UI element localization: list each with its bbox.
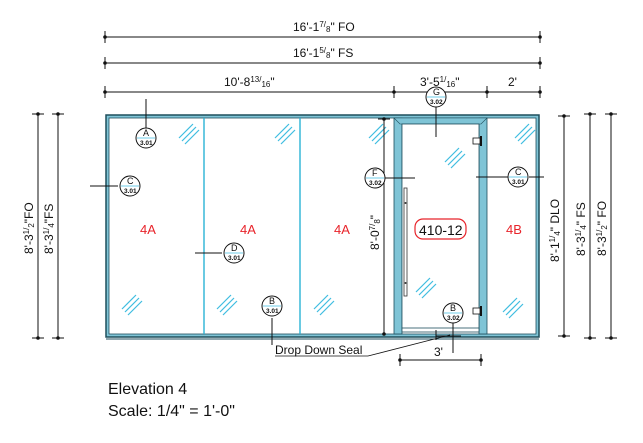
detail-bubble[interactable]: C 3.01 [119, 175, 141, 197]
dim-segment-sidelite-label: 2' [508, 75, 517, 89]
dim-right-fs-label: 8'-31/4" FS [574, 202, 588, 256]
door-tag-label: 410-12 [419, 222, 463, 238]
dim-segment-door-label: 3'-51/16" [420, 75, 460, 89]
door-tag: 410-12 [414, 218, 467, 240]
detail-bubble[interactable]: B 3.01 [261, 295, 283, 317]
door-jamb-right [478, 117, 488, 335]
svg-text:3.02: 3.02 [369, 180, 382, 187]
dim-right-dlo-label: 8'-11/4" DLO [548, 199, 562, 262]
glass-tag: 4B [506, 222, 522, 237]
glass-tag: 4A [240, 222, 256, 237]
dim-left-heights: 8'-31/2"FO 8'-31/4"FS [22, 112, 64, 340]
drop-down-seal-label: Drop Down Seal [275, 343, 362, 357]
detail-bubble[interactable]: A 3.01 [135, 127, 157, 149]
dim-door-width-label: 3' [434, 345, 443, 359]
dim-right-fo-label: 8'-31/2" FO [595, 201, 609, 256]
dim-left-fo-label: 8'-31/2"FO [22, 202, 36, 254]
detail-bubble[interactable]: C 3.01 [507, 166, 529, 188]
dim-overall-fo-label: 16'-17/8" FO [293, 20, 355, 34]
leaders [90, 99, 544, 353]
dim-overall-fs-label: 16'-15/8" FS [293, 46, 353, 60]
svg-text:3.01: 3.01 [266, 308, 279, 315]
drop-down-seal-note: Drop Down Seal [275, 334, 451, 357]
elevation-scale: Scale: 1/4" = 1'-0" [108, 403, 235, 420]
hinge-top-icon [472, 136, 482, 146]
dim-door-height-label: 8'-07/8" [368, 215, 382, 250]
storefront-frame [105, 114, 540, 340]
hinge-bottom-icon [472, 306, 482, 316]
glass-tag: 4A [334, 222, 350, 237]
svg-text:3.01: 3.01 [124, 188, 137, 195]
elevation-title: Elevation 4 [108, 381, 187, 398]
svg-text:D: D [231, 243, 238, 253]
detail-bubble[interactable]: D 3.01 [223, 242, 245, 264]
dim-door-width: 3' [398, 345, 483, 366]
svg-text:C: C [515, 167, 522, 177]
dim-right-heights: 8'-11/4" DLO 8'-31/4" FS 8'-31/2" FO [548, 112, 617, 340]
svg-text:3.02: 3.02 [430, 99, 443, 106]
svg-text:3.02: 3.02 [447, 315, 460, 322]
dim-segments: 10'-813/16" 3'-51/16" 2' [103, 75, 542, 98]
dim-left-fs-label: 8'-31/4"FS [42, 204, 56, 254]
svg-text:3.01: 3.01 [140, 140, 153, 147]
svg-text:B: B [269, 296, 275, 306]
svg-text:F: F [372, 168, 378, 178]
svg-text:B: B [450, 303, 456, 313]
svg-text:3.01: 3.01 [512, 179, 525, 186]
svg-text:3.01: 3.01 [228, 255, 241, 262]
dim-overall-fo: 16'-17/8" FO [103, 20, 542, 43]
svg-text:G: G [433, 87, 440, 97]
detail-bubble[interactable]: F 3.02 [364, 167, 386, 189]
svg-text:A: A [143, 128, 149, 138]
dim-door-height: 8'-07/8" [368, 117, 390, 336]
door-pull-handle [403, 187, 408, 297]
detail-bubble[interactable]: B 3.02 [442, 302, 464, 324]
svg-text:C: C [127, 176, 134, 186]
door-jamb-left [393, 117, 403, 335]
dim-overall-fs: 16'-15/8" FS [103, 46, 542, 69]
glass-tag: 4A [140, 222, 156, 237]
dim-segment-fixed-label: 10'-813/16" [224, 75, 275, 89]
detail-bubble[interactable]: G 3.02 [425, 86, 447, 108]
